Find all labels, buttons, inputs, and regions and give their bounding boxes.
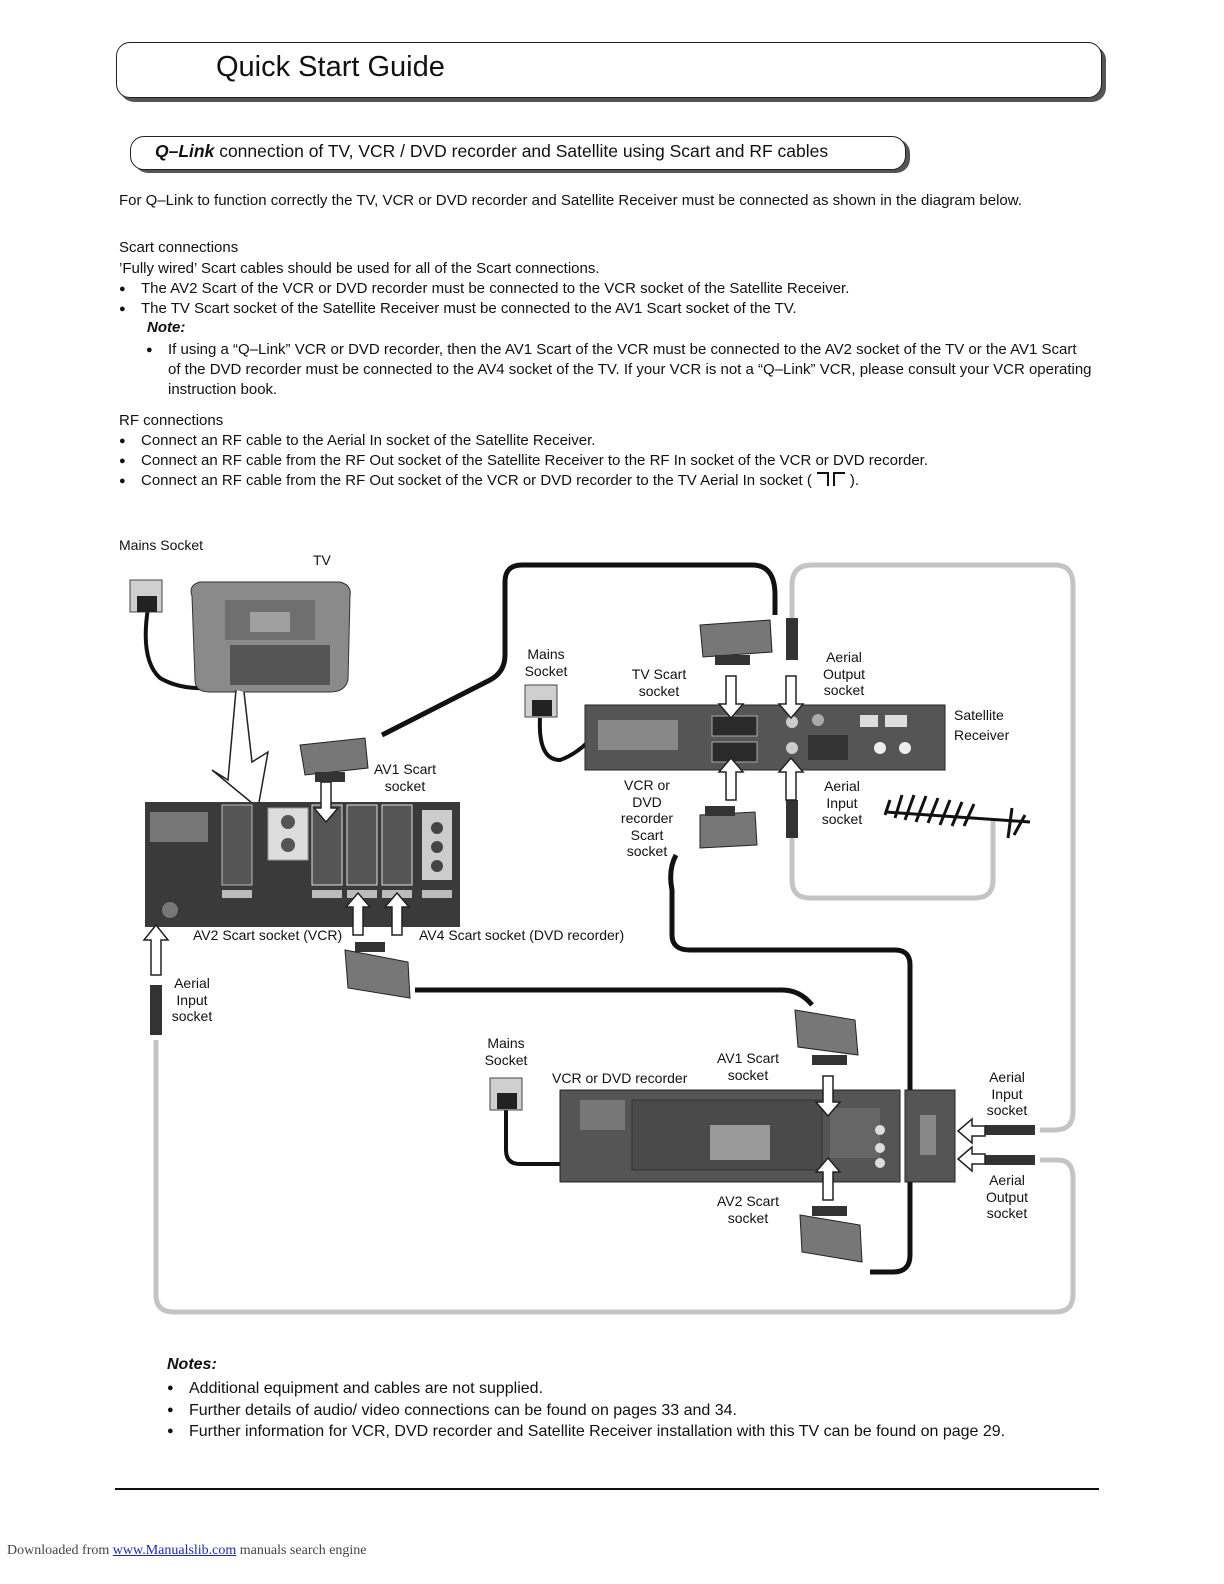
- subheading-frame: [130, 136, 906, 170]
- subheading: Q–Link connection of TV, VCR / DVD recor…: [155, 141, 828, 162]
- arrow-aerial-in-vcr-icon: [956, 1117, 986, 1145]
- notes-bullet-3: Further information for VCR, DVD recorde…: [167, 1421, 1005, 1442]
- vcr-dvd-recorder-image: [559, 1089, 956, 1183]
- scart-plug-vcr-av1-icon: [794, 1009, 859, 1065]
- mains-cable-sat: [537, 717, 592, 763]
- scart-note-bullet: If using a “Q–Link” VCR or DVD recorder,…: [146, 340, 1092, 400]
- scart-plug-vcr-av2-icon: [799, 1206, 863, 1263]
- label-tv-scart-socket: TV Scart socket: [631, 666, 687, 699]
- scart-bullet-2: The TV Scart socket of the Satellite Rec…: [119, 299, 797, 319]
- rf-bullet-2: Connect an RF cable from the RF Out sock…: [119, 451, 928, 471]
- rf-bullet-3: Connect an RF cable from the RF Out sock…: [119, 471, 859, 491]
- rf-cable-sat-to-vcr: [789, 562, 1076, 1133]
- scart-plug-tv-av1-icon: [299, 737, 369, 782]
- label-aerial-input-tv: Aerial Input socket: [171, 975, 213, 1024]
- arrow-av4-tv-icon: [383, 891, 411, 936]
- rf-plug-sat-in-icon: [786, 800, 798, 838]
- scart-cable-tv-to-sat: [380, 562, 778, 738]
- label-aerial-output-vcr: Aerial Output socket: [985, 1172, 1029, 1221]
- aerial-antenna-icon: [883, 794, 1031, 839]
- label-av2-scart-vcr: AV2 Scart socket (VCR): [193, 927, 343, 943]
- label-av4-scart-dvd: AV4 Scart socket (DVD recorder): [419, 927, 625, 943]
- rf-plug-vcr-in-icon: [985, 1125, 1035, 1135]
- footer-suffix: manuals search engine: [236, 1543, 367, 1558]
- arrow-aerial-out-sat-icon: [777, 675, 805, 720]
- rf-plug-tv-in-icon: [150, 985, 162, 1035]
- rf-bullet-3-text: Connect an RF cable from the RF Out sock…: [141, 472, 812, 489]
- label-vcr-dvd-scart-socket: VCR or DVD recorder Scart socket: [620, 777, 674, 859]
- page-title: Quick Start Guide: [216, 51, 445, 83]
- label-tv: TV: [313, 552, 331, 568]
- subheading-rest: connection of TV, VCR / DVD recorder and…: [214, 141, 829, 161]
- arrow-av1-tv-icon: [312, 781, 340, 824]
- scart-bullet-1: The AV2 Scart of the VCR or DVD recorder…: [119, 279, 849, 299]
- notes-label: Notes:: [167, 1356, 217, 1373]
- scart-cable-sat-to-vcr: [668, 853, 913, 1275]
- scart-heading: Scart connections: [119, 239, 239, 256]
- footer-prefix: Downloaded from: [7, 1543, 113, 1558]
- tv-socket-panel-image: [145, 802, 460, 927]
- label-aerial-input-sat: Aerial Input socket: [821, 778, 863, 827]
- arrow-av2-tv-icon: [344, 891, 372, 936]
- satellite-receiver-image: [584, 704, 946, 771]
- arrow-aerial-in-sat-icon: [777, 756, 805, 801]
- footer: Downloaded from www.Manualslib.com manua…: [7, 1543, 367, 1559]
- scart-cable-tv-to-vcr: [415, 987, 814, 1007]
- arrow-aerial-in-tv-icon: [142, 923, 170, 976]
- arrow-av2-vcr-icon: [814, 1156, 842, 1201]
- arrow-tv-scart-sat-icon: [717, 675, 745, 720]
- scart-plug-tv-av-icon: [344, 942, 411, 999]
- mains-cable-vcr: [504, 1110, 600, 1166]
- label-mains-tv: Mains Socket: [119, 537, 204, 553]
- aerial-symbol-icon: [816, 472, 845, 486]
- intro-paragraph: For Q–Link to function correctly the TV,…: [119, 192, 1022, 209]
- label-av2-scart-vcr-rear: AV2 Scart socket: [717, 1193, 779, 1226]
- mains-plug-vcr-icon: [489, 1077, 523, 1111]
- mains-plug-sat-icon: [524, 684, 558, 718]
- footer-link[interactable]: www.Manualslib.com: [112, 1543, 237, 1558]
- bottom-rule: [115, 1488, 1099, 1490]
- rf-cable-aerial-loop: [789, 820, 996, 901]
- label-mains-vcr: Mains Socket: [484, 1035, 528, 1068]
- scart-plug-sat-vcr-icon: [699, 806, 758, 849]
- tv-zoom-arrow-icon: [211, 689, 270, 810]
- scart-note-label: Note:: [147, 319, 186, 336]
- rf-plug-sat-out-icon: [786, 618, 798, 660]
- arrow-vcr-scart-sat-icon: [717, 756, 745, 801]
- mains-plug-tv-icon: [129, 579, 163, 613]
- mains-cable-tv: [143, 607, 213, 691]
- rf-heading: RF connections: [119, 412, 224, 429]
- label-aerial-input-vcr: Aerial Input socket: [986, 1069, 1028, 1118]
- label-aerial-output-sat: Aerial Output socket: [822, 649, 866, 698]
- label-av1-scart-vcr: AV1 Scart socket: [717, 1050, 779, 1083]
- scart-line: ’Fully wired’ Scart cables should be use…: [119, 260, 600, 277]
- label-satellite-receiver: Satellite Receiver: [954, 707, 1010, 743]
- header-frame: [116, 42, 1102, 98]
- rf-bullet-3-end: ).: [849, 472, 860, 489]
- rf-cable-vcr-to-tv: [153, 1040, 1076, 1315]
- subheading-bold: Q–Link: [155, 141, 215, 161]
- scart-plug-sat-tv-icon: [699, 619, 773, 665]
- arrow-av1-vcr-icon: [814, 1075, 842, 1118]
- tv-rear-image: [190, 581, 351, 693]
- arrow-aerial-out-vcr-icon: [956, 1145, 986, 1173]
- notes-bullet-1: Additional equipment and cables are not …: [167, 1378, 543, 1399]
- label-mains-sat: Mains Socket: [524, 646, 568, 679]
- label-av1-scart-tv: AV1 Scart socket: [374, 761, 436, 794]
- notes-bullet-2: Further details of audio/ video connecti…: [167, 1400, 737, 1421]
- rf-plug-vcr-out-icon: [985, 1155, 1035, 1165]
- label-vcr-dvd-recorder: VCR or DVD recorder: [552, 1070, 688, 1086]
- rf-bullet-1: Connect an RF cable to the Aerial In soc…: [119, 431, 595, 451]
